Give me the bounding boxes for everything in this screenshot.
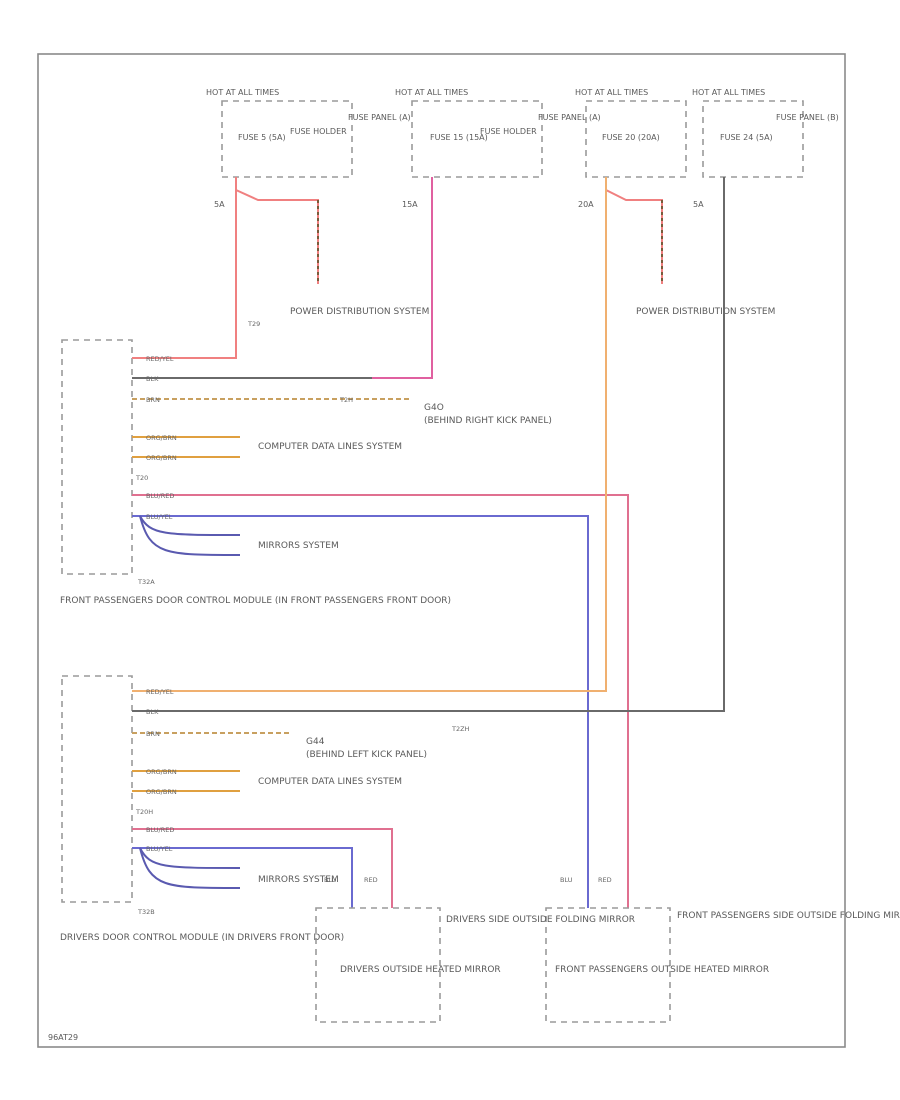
diagram-frame	[37, 53, 846, 1048]
computer-data-label-1: COMPUTER DATA LINES SYSTEM	[258, 442, 402, 452]
fuse-20-amps: 20A	[578, 200, 594, 209]
fuse-24-label: FUSE 24 (5A)	[720, 133, 773, 142]
fuse-20-label: FUSE 20 (20A)	[602, 133, 660, 142]
hot-at-label-1: HOT AT ALL TIMES	[206, 88, 279, 97]
connector-t29: T29	[247, 320, 260, 328]
wire-label-blu-red-2: BLU/RED	[146, 826, 174, 834]
connector-t2zh: T2ZH	[451, 725, 470, 733]
power-dist-label-2: POWER DISTRIBUTION SYSTEM	[636, 307, 775, 317]
connector-t20h: T20H	[135, 808, 153, 816]
upper-module-wires	[132, 177, 629, 908]
wire-label-brn-1: BRN	[146, 396, 160, 404]
mirrors-label-2: MIRRORS SYSTEM	[258, 875, 339, 885]
mirrors-label-1: MIRRORS SYSTEM	[258, 541, 339, 551]
front-pass-folding-mirror-label: FRONT PASSENGERS SIDE OUTSIDE FOLDING MI…	[677, 911, 900, 921]
fuse-panel-a-label: FUSE PANEL (A)	[348, 113, 411, 122]
wire-label-blu-red-1: BLU/RED	[146, 492, 174, 500]
hot-at-label-3: HOT AT ALL TIMES	[575, 88, 648, 97]
wire-label-blk-2: BLK	[146, 708, 159, 716]
computer-data-label-2: COMPUTER DATA LINES SYSTEM	[258, 777, 402, 787]
front-pass-module-label: FRONT PASSENGERS DOOR CONTROL MODULE (IN…	[60, 596, 451, 606]
fuse-panel-a-label-2: FUSE PANEL (A)	[538, 113, 601, 122]
wire-label-blu-yel-2: BLU/YEL	[146, 845, 173, 853]
wire-labels: RED/YEL BLK BRN ORG/BRN ORG/BRN BLU/RED …	[146, 355, 177, 853]
fuse-panel-b-label: FUSE PANEL (B)	[776, 113, 839, 122]
wire-label-org-brn-4: ORG/BRN	[146, 788, 177, 796]
ground-g44-desc: (BEHIND LEFT KICK PANEL)	[306, 750, 427, 760]
fuse-5-label: FUSE 5 (5A)	[238, 133, 286, 142]
drivers-heated-mirror-label: DRIVERS OUTSIDE HEATED MIRROR	[340, 965, 501, 975]
ground-g40-desc: (BEHIND RIGHT KICK PANEL)	[424, 416, 552, 426]
mirror-wire-blu-2: BLU	[560, 876, 573, 884]
connector-t20: T20	[135, 474, 148, 482]
wire-label-brn-2: BRN	[146, 730, 160, 738]
fuse-5-amps: 5A	[214, 200, 225, 209]
power-dist-label-1: POWER DISTRIBUTION SYSTEM	[290, 307, 429, 317]
fuse-panel-left: HOT AT ALL TIMES HOT AT ALL TIMES FUSE 5…	[206, 88, 601, 209]
fuse-15-label: FUSE 15 (15A)	[430, 133, 488, 142]
fuse-panel-right: HOT AT ALL TIMES HOT AT ALL TIMES FUSE 2…	[575, 88, 839, 209]
wire-label-red-yel-2: RED/YEL	[146, 688, 174, 696]
footer-code: 96AT29	[48, 1033, 78, 1042]
ground-g40-name: G4O	[424, 403, 444, 413]
hot-at-label-2: HOT AT ALL TIMES	[395, 88, 468, 97]
termination-labels: COMPUTER DATA LINES SYSTEM COMPUTER DATA…	[258, 403, 552, 885]
fuse-24-amps: 5A	[693, 200, 704, 209]
connector-labels: T29 T32A T32B T20 T20H T2ZH T2H	[135, 320, 470, 916]
wire-label-org-brn-3: ORG/BRN	[146, 768, 177, 776]
front-pass-heated-mirror-label: FRONT PASSENGERS OUTSIDE HEATED MIRROR	[555, 965, 769, 975]
front-pass-module-box	[61, 339, 133, 575]
fuse-15-amps: 15A	[402, 200, 418, 209]
connector-t2h: T2H	[339, 396, 353, 404]
mirror-assemblies: DRIVERS OUTSIDE HEATED MIRROR DRIVERS SI…	[315, 876, 900, 1023]
wire-label-blk-1: BLK	[146, 375, 159, 383]
drivers-module-label: DRIVERS DOOR CONTROL MODULE (IN DRIVERS …	[60, 933, 344, 943]
ground-g44-name: G44	[306, 737, 325, 747]
connector-t32b: T32B	[137, 908, 155, 916]
mirror-wire-red-1: RED	[364, 876, 378, 884]
mirror-wire-blu-1: BLU	[324, 876, 337, 884]
hot-at-label-4: HOT AT ALL TIMES	[692, 88, 765, 97]
power-stubs: POWER DISTRIBUTION SYSTEM POWER DISTRIBU…	[235, 177, 775, 317]
wire-label-org-brn-1: ORG/BRN	[146, 434, 177, 442]
wire-label-red-yel-1: RED/YEL	[146, 355, 174, 363]
lower-module-wires	[132, 177, 725, 908]
connector-t32a: T32A	[137, 578, 155, 586]
wire-label-org-brn-2: ORG/BRN	[146, 454, 177, 462]
drivers-module-box	[61, 675, 133, 903]
wire-label-blu-yel-1: BLU/YEL	[146, 513, 173, 521]
fuse-holder-label-1: FUSE HOLDER	[290, 127, 347, 136]
fuse-holder-label-2: FUSE HOLDER	[480, 127, 537, 136]
drivers-folding-mirror-label: DRIVERS SIDE OUTSIDE FOLDING MIRROR	[446, 915, 635, 925]
mirror-wire-red-2: RED	[598, 876, 612, 884]
